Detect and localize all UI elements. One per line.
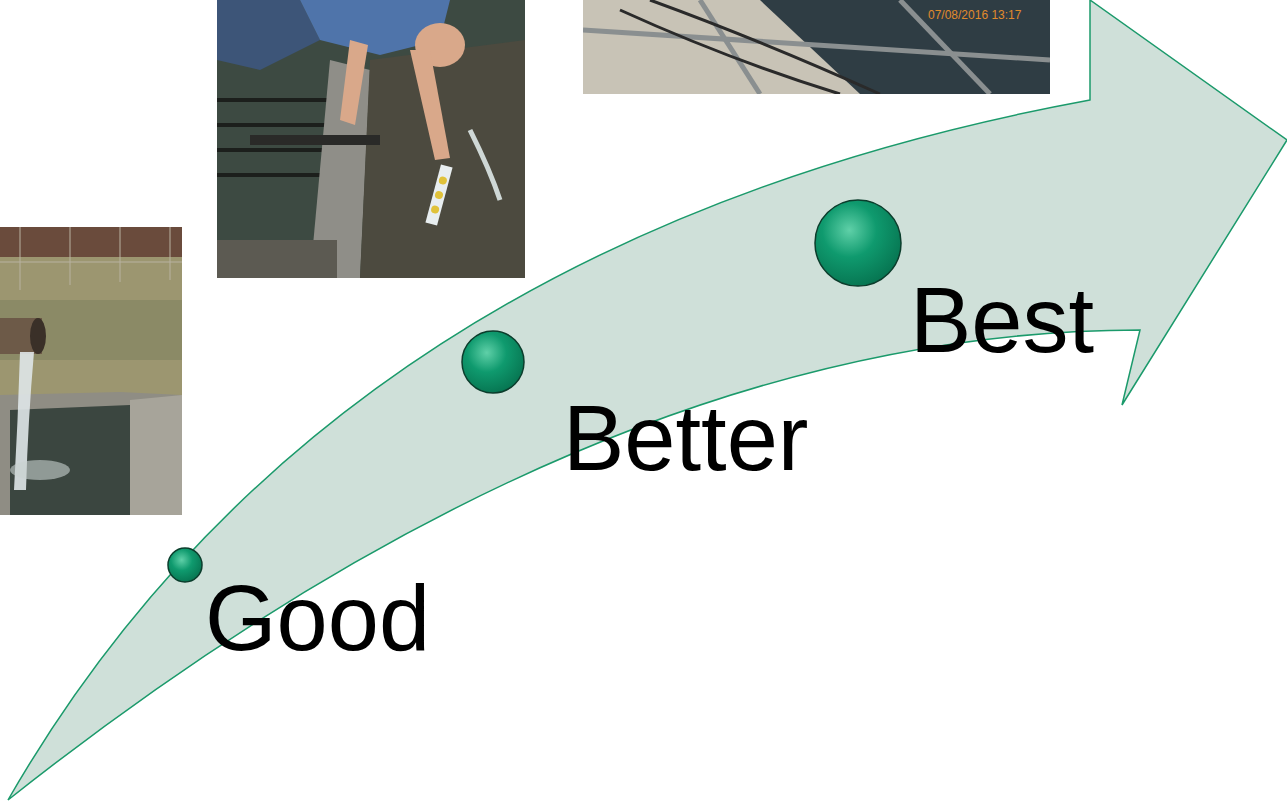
splash: [10, 460, 70, 480]
pipe: [250, 135, 380, 145]
jeans: [217, 0, 320, 70]
concrete: [583, 0, 1050, 94]
tank-side: [130, 395, 182, 515]
stage-label: Better: [563, 392, 808, 484]
photo-tank: [583, 0, 1050, 94]
photo-outfall: [0, 227, 182, 515]
arm-left: [340, 40, 368, 125]
water-stream: [470, 130, 500, 200]
test-pads: [430, 176, 448, 215]
milestone-dot: [168, 548, 202, 582]
milestone-dot: [462, 331, 524, 393]
grass: [0, 227, 182, 515]
photo-testing: [217, 0, 525, 278]
water: [217, 0, 525, 278]
photo-timestamp: 07/08/2016 13:17: [928, 9, 1021, 21]
stage-label: Good: [205, 572, 430, 664]
walkway: [217, 240, 337, 278]
fence: [0, 227, 182, 257]
milestone-dot: [815, 200, 901, 286]
channel-water: [360, 40, 525, 278]
grass-slope: [0, 300, 182, 360]
fence-wire: [0, 227, 182, 290]
arm-right: [410, 50, 450, 160]
cables: [620, 0, 880, 94]
stage-label: Best: [910, 274, 1094, 366]
test-strip: [425, 164, 452, 225]
tank-water: [760, 0, 1050, 94]
curved-arrow: [8, 0, 1287, 800]
pipe-mouth: [30, 318, 46, 354]
railings: [583, 0, 1050, 94]
